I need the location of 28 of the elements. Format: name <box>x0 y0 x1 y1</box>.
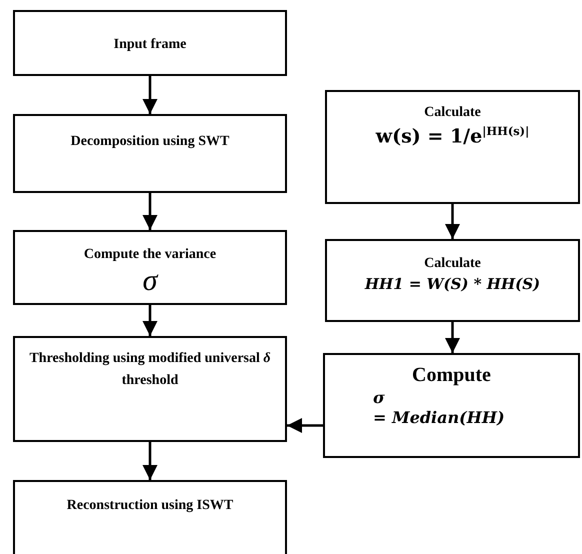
arrow <box>142 193 158 230</box>
process-box <box>325 239 580 322</box>
formula-text: σ <box>372 388 386 408</box>
step-label: Reconstruction using ISWT <box>66 497 234 515</box>
process-box <box>13 114 287 193</box>
process-box <box>13 230 287 305</box>
step-label: Calculate <box>423 255 482 273</box>
process-box <box>325 90 580 204</box>
arrow <box>142 76 158 114</box>
process-box <box>13 336 287 442</box>
step-label: Compute the variance <box>82 246 218 264</box>
formula-text: HH1 = W(S) * HH(S) <box>364 275 542 294</box>
process-box <box>323 353 580 458</box>
step-label: Thresholding using modified universal δ threshold <box>28 350 272 390</box>
step-label: Decomposition using SWT <box>70 133 230 151</box>
formula-text: σ <box>142 266 160 296</box>
arrow <box>142 305 158 336</box>
step-label: Compute <box>411 363 492 388</box>
arrow <box>445 204 460 239</box>
arrow <box>445 322 460 353</box>
formula-text: w(s) = 1/e$^{|HH(s)|}$ <box>374 124 530 150</box>
arrow <box>142 442 158 480</box>
process-box <box>13 480 287 554</box>
step-label: Input frame <box>112 36 188 54</box>
step-label: Calculate <box>423 104 482 122</box>
arrow <box>287 418 323 433</box>
process-box <box>13 10 287 76</box>
formula-text: = Median(HH) <box>372 408 506 428</box>
